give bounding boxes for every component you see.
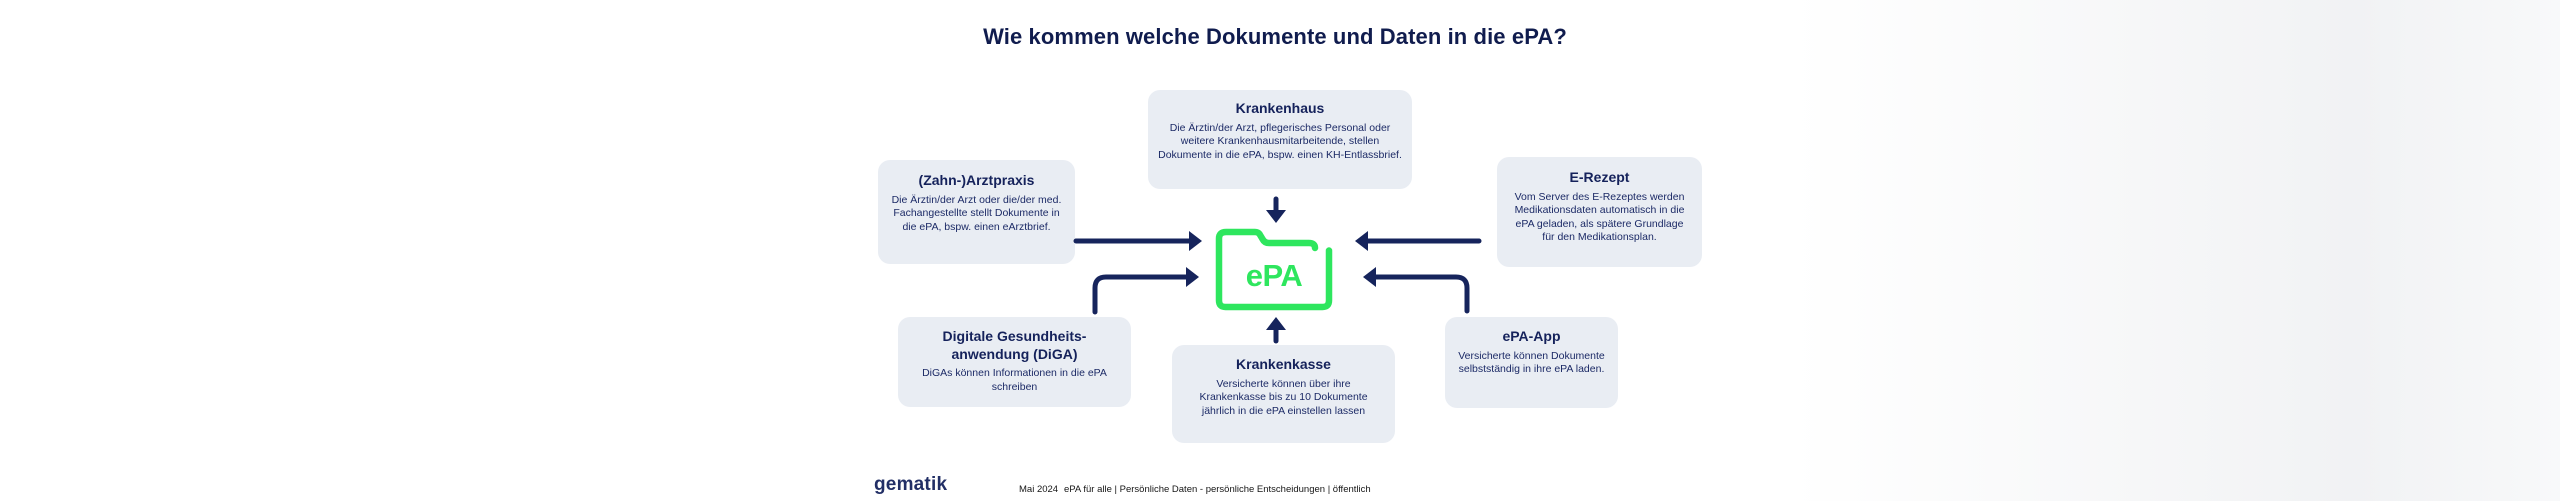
card-krankenkasse: Krankenkasse Versicherte können über ihr…: [1172, 345, 1395, 443]
gematik-logo: gematik: [874, 474, 948, 495]
card-krankenhaus-title: Krankenhaus: [1235, 100, 1325, 116]
card-krankenkasse-title: Krankenkasse: [1236, 356, 1331, 372]
card-zahn-arztpraxis-title: (Zahn-)Arztpraxis: [918, 172, 1035, 188]
epa-folder-icon: ePA: [1215, 228, 1333, 311]
card-e-rezept-body: Vom Server des E-Rezeptes werden Medikat…: [1514, 190, 1685, 244]
card-krankenhaus-body: Die Ärztin/der Arzt, pflegerisches Perso…: [1158, 121, 1402, 161]
card-e-rezept: E-Rezept Vom Server des E-Rezeptes werde…: [1497, 157, 1702, 267]
card-zahn-arztpraxis: (Zahn-)Arztpraxis Die Ärztin/der Arzt od…: [878, 160, 1075, 264]
card-e-rezept-title: E-Rezept: [1569, 169, 1630, 185]
card-epa-app-title: ePA-App: [1502, 328, 1561, 344]
card-epa-app-body: Versicherte können Dokumente selbstständ…: [1458, 349, 1605, 376]
card-krankenkasse-body: Versicherte können über ihre Krankenkass…: [1199, 377, 1368, 417]
card-diga: Digitale Gesundheits-anwendung (DiGA) Di…: [898, 317, 1131, 407]
footer-classification: ePA für alle | Persönliche Daten - persö…: [1064, 484, 1371, 495]
card-krankenhaus: Krankenhaus Die Ärztin/der Arzt, pfleger…: [1148, 90, 1412, 189]
arrow-epa-app-to-epa-icon: [1363, 267, 1470, 314]
page-title: Wie kommen welche Dokumente und Daten in…: [983, 24, 1567, 49]
card-epa-app: ePA-App Versicherte können Dokumente sel…: [1445, 317, 1618, 408]
epa-folder-label: ePA: [1246, 258, 1303, 293]
arrow-diga-to-epa-icon: [1092, 267, 1199, 315]
card-diga-body: DiGAs können Informationen in die ePA sc…: [922, 367, 1107, 393]
footer-date: Mai 2024: [1019, 484, 1059, 495]
card-diga-title: Digitale Gesundheits-anwendung (DiGA): [942, 328, 1087, 362]
card-zahn-arztpraxis-body: Die Ärztin/der Arzt oder die/der med. Fa…: [891, 193, 1062, 233]
